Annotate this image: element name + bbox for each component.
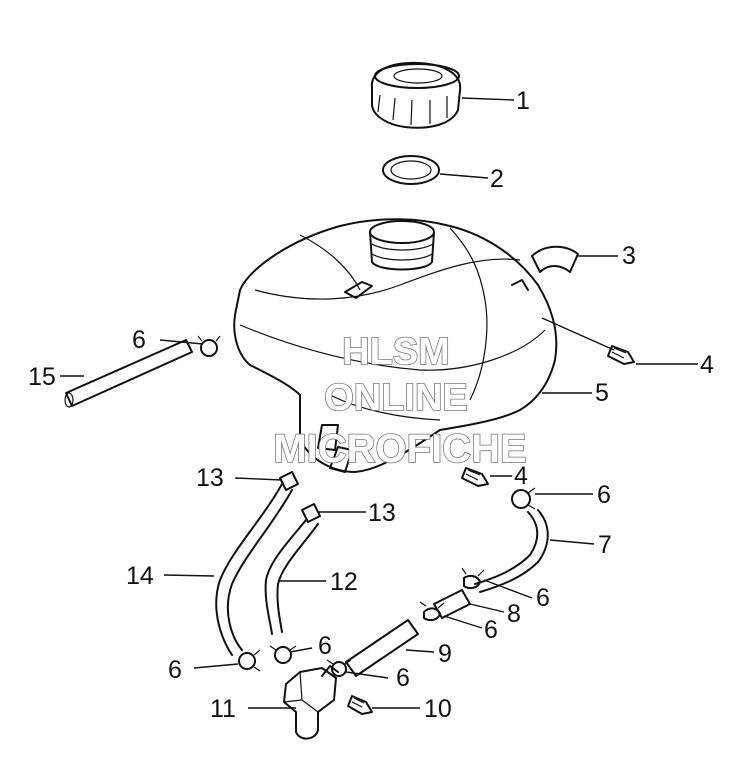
- callout-4-lower: 4: [514, 462, 528, 490]
- callout-6-hose14: 6: [168, 656, 182, 684]
- fuel-hose-short: [264, 519, 319, 635]
- vent-hose: [64, 339, 193, 408]
- hose-clamp-vent: [197, 335, 221, 357]
- short-hose: [433, 589, 471, 619]
- fuel-tank: [233, 218, 558, 473]
- callout-1: 1: [516, 87, 530, 115]
- bolt-upper: [607, 345, 635, 365]
- callout-8: 8: [507, 600, 521, 628]
- fuel-valve: [283, 665, 339, 740]
- watermark-line-3: MICROFICHE: [273, 427, 526, 471]
- callout-2: 2: [490, 165, 504, 193]
- callout-6-hose8: 6: [536, 584, 550, 612]
- callout-6-right: 6: [597, 481, 611, 509]
- callout-15: 15: [28, 363, 56, 391]
- hose-clamp-right: [511, 487, 536, 510]
- callout-6-hose9: 6: [484, 616, 498, 644]
- watermark-line-1: HLSM: [342, 331, 450, 373]
- callout-numbers: 1 2 3 4 5 6 15 13 13 4 6 7 6 8 6 9 14 12…: [28, 87, 714, 723]
- callout-9: 9: [438, 640, 452, 668]
- callout-6-vent: 6: [132, 326, 146, 354]
- screw: [347, 695, 373, 715]
- callout-12: 12: [330, 568, 358, 596]
- leader-lines: [60, 97, 698, 709]
- hose-9: [345, 619, 419, 677]
- rubber-pad: [531, 245, 579, 273]
- watermark: HLSM ONLINE MICROFICHE: [273, 330, 528, 472]
- callout-13-upper: 13: [196, 464, 224, 492]
- callout-6-hose12: 6: [318, 632, 332, 660]
- hose-clamp-13-upper: [279, 471, 299, 491]
- callout-13-lower: 13: [368, 499, 396, 527]
- bolt-lower: [461, 467, 489, 487]
- callout-4-upper: 4: [700, 351, 714, 379]
- watermark-line-2: ONLINE: [324, 377, 468, 419]
- return-hose: [474, 509, 549, 593]
- callout-11: 11: [210, 695, 236, 723]
- callout-6-valve: 6: [396, 664, 410, 692]
- fuel-hose-long: [215, 483, 293, 656]
- hose-clamp-8a: [461, 567, 485, 590]
- cap-gasket: [382, 155, 440, 185]
- callout-10: 10: [424, 695, 452, 723]
- callout-14: 14: [126, 562, 154, 590]
- callout-3: 3: [622, 242, 636, 270]
- callout-7: 7: [598, 531, 612, 559]
- hose-clamp-14: [238, 649, 261, 672]
- hose-clamp-8b: [419, 601, 445, 622]
- callout-5: 5: [595, 379, 609, 407]
- fuel-cap: [370, 61, 462, 129]
- hose-clamp-13-lower: [301, 503, 321, 523]
- hose-clamp-12: [269, 645, 297, 664]
